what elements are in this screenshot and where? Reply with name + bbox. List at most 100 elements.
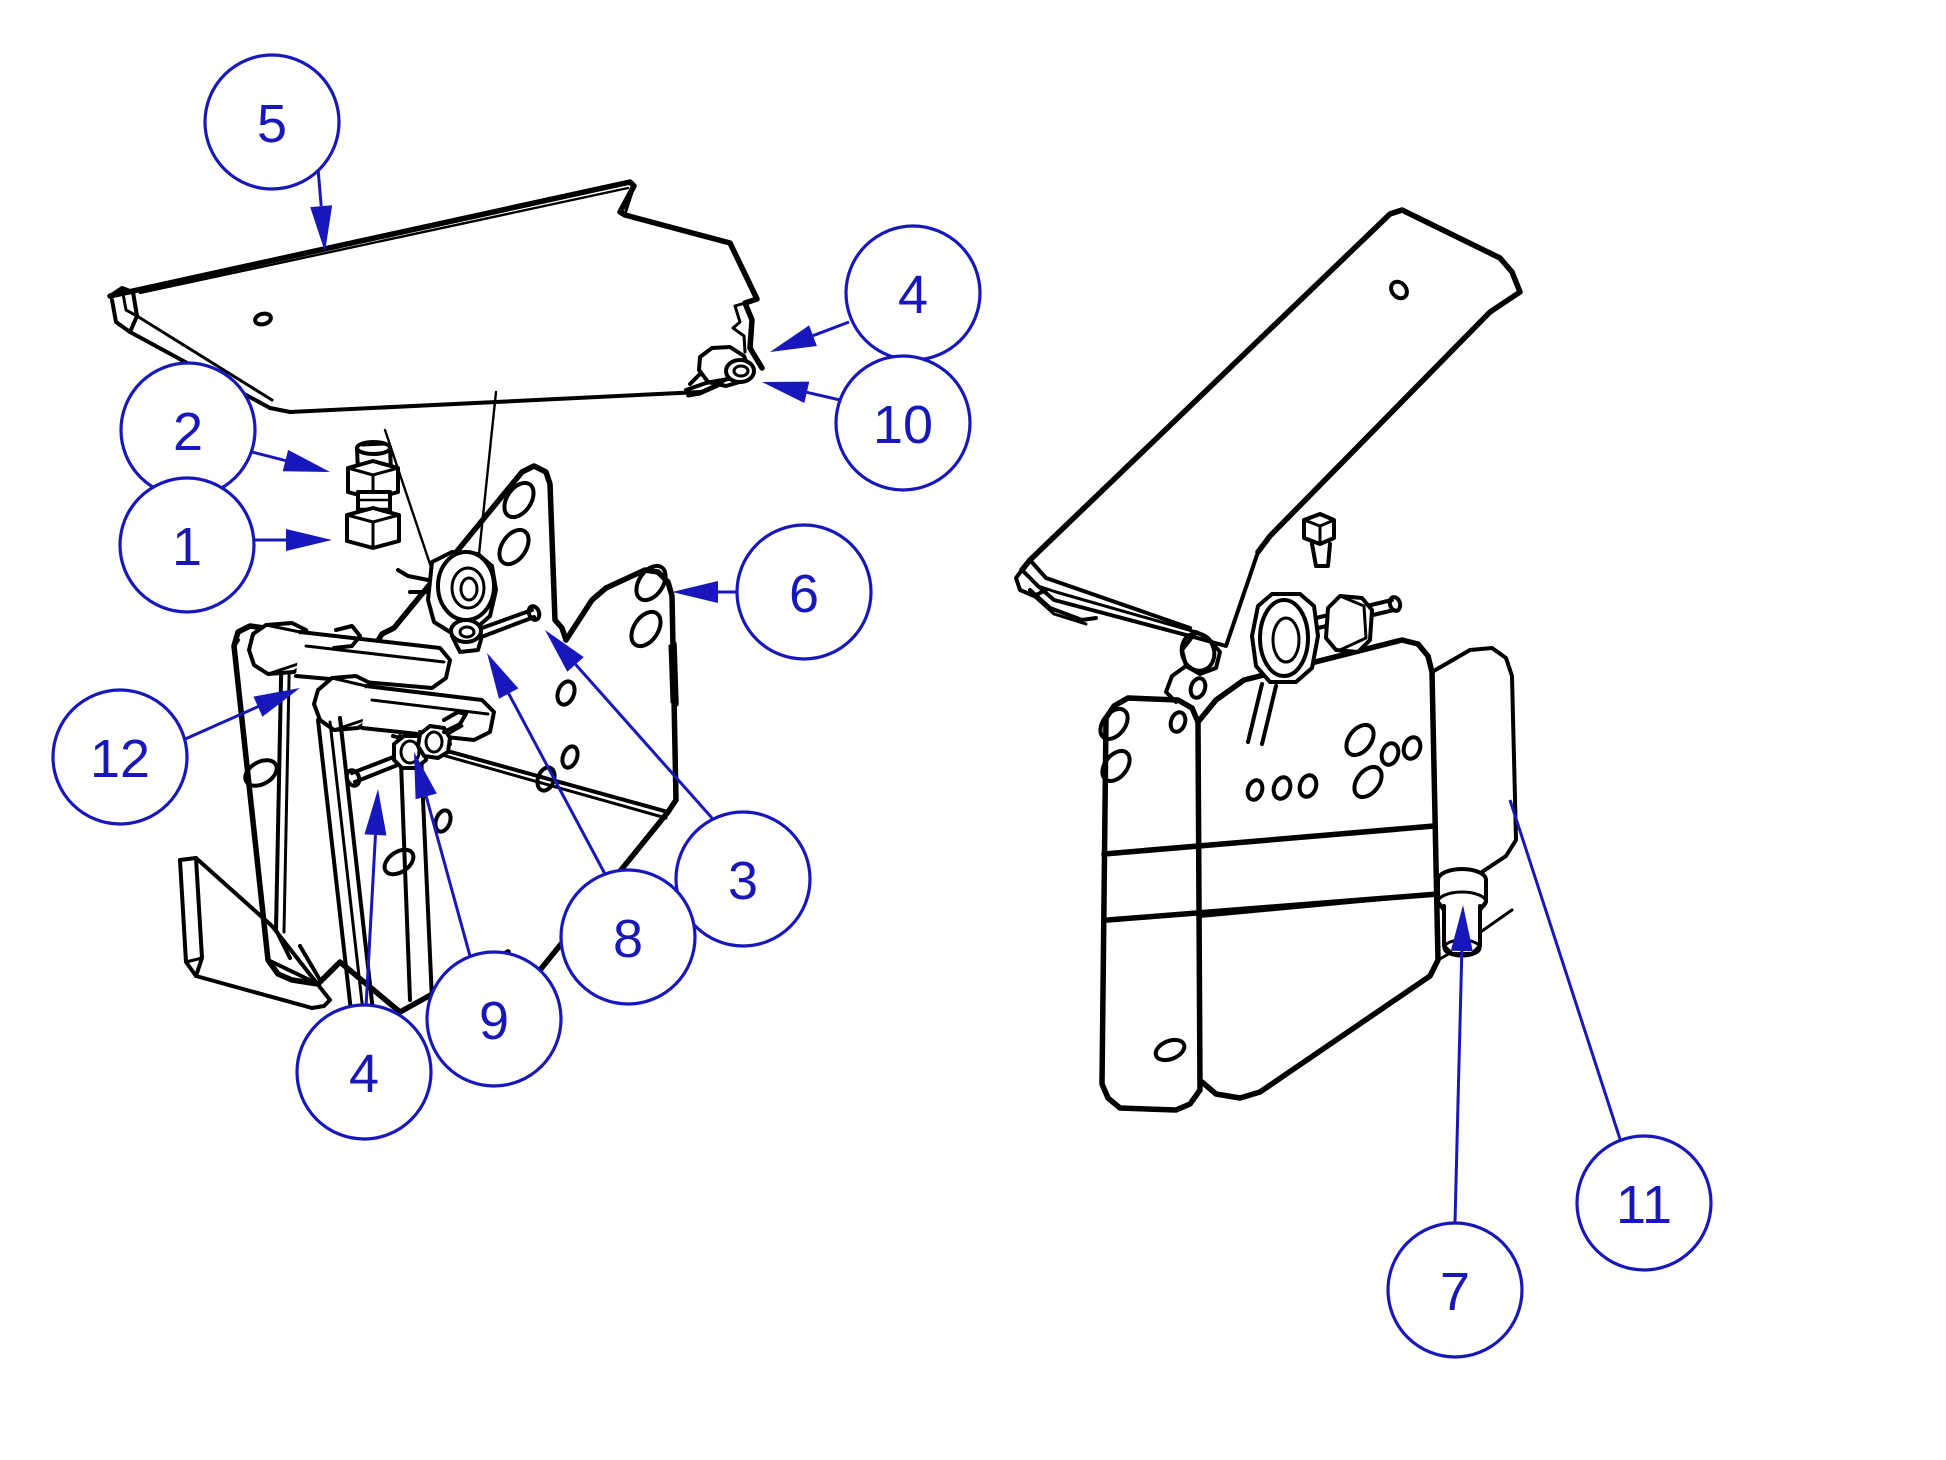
bracket-slot-2 — [497, 527, 531, 567]
leader-line-12 — [182, 705, 259, 742]
assembled-hole-6 — [1379, 741, 1401, 767]
callout-balloon-6[interactable]: 6 — [672, 523, 873, 661]
bushing-bore — [459, 576, 479, 602]
leader-arrowhead-3 — [545, 630, 584, 672]
assembled-hole-2 — [1188, 676, 1208, 700]
balloon-circle-7[interactable] — [1386, 1221, 1524, 1359]
leader-line-9 — [424, 795, 472, 957]
assembled-slot-5 — [1153, 1037, 1187, 1063]
leader-line-8 — [507, 692, 607, 875]
callout-balloon-8[interactable]: 8 — [487, 653, 697, 1006]
balloon-circle-9[interactable] — [425, 950, 563, 1088]
assembled-bracket — [1098, 637, 1518, 1113]
leader-line-3 — [574, 663, 714, 819]
balloon-label-8: 8 — [613, 909, 643, 969]
leader-line-5 — [316, 167, 323, 207]
balloon-label-4b: 4 — [349, 1044, 379, 1104]
balloon-circle-6[interactable] — [735, 523, 873, 661]
balloon-circle-10[interactable] — [834, 354, 972, 492]
hinge-rod-end — [526, 604, 542, 622]
leader-line-4a — [812, 320, 850, 338]
callout-balloon-1[interactable]: 1 — [118, 476, 332, 614]
assembled-view — [1014, 207, 1523, 1113]
assembled-pivot-assembly — [1246, 512, 1403, 746]
assembled-hole-7 — [1401, 735, 1423, 761]
assembled-bushing-outer — [1258, 598, 1310, 678]
callouts-layer: 5 4 10 2 1 6 12 3 8 9 4 7 11 — [51, 53, 1713, 1359]
bracket-slot-4 — [629, 609, 663, 649]
hinge-rod — [480, 604, 542, 638]
leader-arrowhead-1 — [286, 529, 332, 551]
balloon-circle-5[interactable] — [203, 53, 341, 191]
leader-arrowhead-4b — [364, 789, 387, 836]
bracket-hole-2 — [560, 744, 580, 770]
assembled-slot-3 — [1344, 722, 1376, 758]
leader-line-2 — [251, 450, 286, 463]
balloon-label-2: 2 — [173, 402, 203, 462]
assembled-rod-end — [1387, 595, 1403, 613]
leader-arrowhead-12 — [253, 688, 300, 717]
clevis-pin-head — [724, 358, 756, 384]
leader-line-7 — [1453, 950, 1464, 1223]
pivot-pin-lower — [449, 618, 483, 644]
callout-balloon-12[interactable]: 12 — [51, 688, 300, 826]
balloon-label-7: 7 — [1440, 1262, 1470, 1322]
lower-rod-cotter — [344, 710, 468, 788]
leader-arrowhead-6 — [672, 581, 718, 603]
balloon-circle-1[interactable] — [118, 476, 256, 614]
leader-line-10 — [806, 390, 841, 402]
leader-line-4b — [364, 834, 377, 1008]
leader-arrowhead-7 — [1450, 905, 1473, 952]
balloon-label-10: 10 — [873, 395, 933, 455]
bracket-hole-3 — [535, 765, 557, 793]
balloon-label-4a: 4 — [898, 265, 928, 325]
balloon-label-1: 1 — [172, 517, 202, 577]
bracket-slot-6 — [243, 758, 279, 788]
balloon-circle-12[interactable] — [51, 688, 189, 826]
balloon-circle-11[interactable] — [1575, 1134, 1713, 1272]
callout-balloon-4a[interactable]: 4 — [770, 224, 982, 362]
balloon-circle-4b[interactable] — [295, 1003, 433, 1141]
leader-arrowhead-8 — [487, 653, 519, 699]
pivot-bushing — [396, 550, 498, 654]
callout-balloon-7[interactable]: 7 — [1386, 905, 1524, 1359]
balloon-label-6: 6 — [789, 564, 819, 624]
callout-balloon-11[interactable]: 11 — [1508, 799, 1713, 1272]
pivot-tube — [247, 621, 452, 690]
assembled-slot-2 — [1100, 748, 1132, 784]
jam-nut — [346, 459, 400, 501]
bushing-mid — [450, 566, 486, 610]
callout-balloon-3[interactable]: 3 — [545, 630, 812, 948]
assembled-hole-4 — [1271, 775, 1293, 801]
assembled-slot-1 — [1098, 706, 1130, 742]
rod-end-left — [344, 768, 362, 788]
stop-bolt-nut — [345, 506, 401, 550]
balloon-label-5: 5 — [257, 94, 287, 154]
callout-balloon-2[interactable]: 2 — [119, 361, 330, 499]
leader-arrowhead-5 — [310, 205, 333, 252]
exploded-view — [107, 179, 765, 1022]
clevis-pin-bore — [732, 364, 750, 378]
bracket-slot-1 — [502, 480, 536, 520]
assembled-bushing-bore — [1271, 616, 1301, 664]
leader-line-11 — [1508, 799, 1622, 1140]
cotter-ring-1 — [399, 739, 421, 765]
stop-bolt-assembly — [345, 440, 401, 550]
balloon-circle-8[interactable] — [559, 868, 697, 1006]
callout-balloon-10[interactable]: 10 — [762, 354, 972, 492]
bracket-hole-4 — [433, 808, 453, 834]
cotter-ring-2 — [424, 730, 444, 754]
assembled-hole-1 — [1168, 710, 1188, 734]
callout-balloon-4b[interactable]: 4 — [295, 789, 433, 1141]
pedal-clevis-knuckle — [684, 345, 756, 398]
balloon-label-12: 12 — [90, 729, 150, 789]
balloon-label-9: 9 — [479, 991, 509, 1051]
callout-balloon-5[interactable]: 5 — [203, 53, 341, 252]
balloon-circle-3[interactable] — [674, 810, 812, 948]
balloon-label-3: 3 — [728, 851, 758, 911]
callout-balloon-9[interactable]: 9 — [414, 752, 563, 1088]
explode-axis-bolt — [383, 428, 434, 572]
mounting-bracket — [178, 463, 679, 1015]
